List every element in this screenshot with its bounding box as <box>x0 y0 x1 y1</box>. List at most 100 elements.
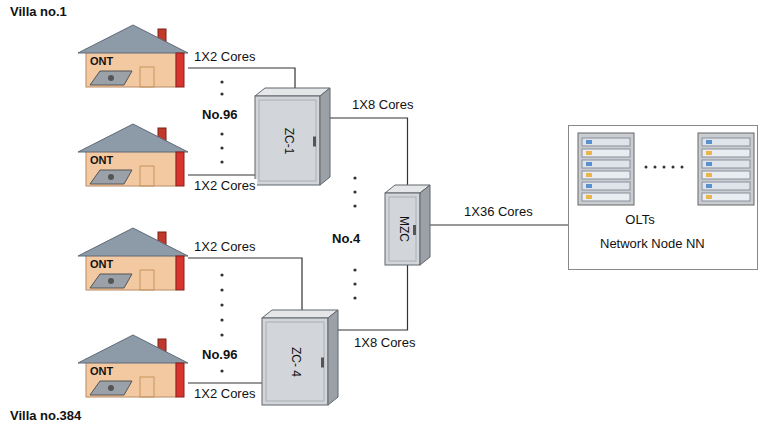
ont-device <box>90 274 132 288</box>
cabinet-front <box>262 318 328 405</box>
dot <box>220 160 223 163</box>
house-roof <box>78 25 188 53</box>
cable-label: 1X8 Cores <box>352 336 417 351</box>
cabinet-front <box>385 193 420 265</box>
rack-led <box>586 140 592 144</box>
ont-label: ONT <box>90 365 113 378</box>
cabinet-door <box>389 197 416 261</box>
cabinet-top <box>255 88 330 96</box>
fiber-box <box>176 256 184 290</box>
villa-house: ONT <box>78 226 188 292</box>
ont-device <box>90 71 132 85</box>
house-wall <box>86 252 176 290</box>
dot <box>645 166 648 169</box>
cabinet-top <box>262 310 338 318</box>
rack-led <box>706 173 712 177</box>
house-door <box>140 270 154 290</box>
villa-house: ONT <box>78 122 188 188</box>
fiber-cable <box>188 258 302 310</box>
cabinet-door <box>266 322 324 401</box>
rack-led <box>706 162 712 166</box>
fiber-cable <box>330 118 408 185</box>
cabinet-label: ZC-1 <box>281 127 295 154</box>
rack-led <box>586 151 592 155</box>
olt-rack <box>578 133 634 205</box>
rack-led <box>586 173 592 177</box>
house-roof <box>78 228 188 256</box>
house-wall <box>86 359 176 397</box>
house-wall <box>86 49 176 87</box>
house-wall <box>86 148 176 186</box>
villa-label: Villa no.1 <box>10 5 67 20</box>
rack-slot <box>702 160 750 168</box>
fiber-cable <box>430 224 568 225</box>
dot <box>220 146 223 149</box>
dot <box>220 303 223 306</box>
ont-port <box>108 385 114 391</box>
rack-led <box>706 184 712 188</box>
cabinet-side <box>420 185 430 265</box>
house-drawing <box>78 25 188 87</box>
dot <box>220 92 223 95</box>
count-label: No.96 <box>202 108 237 123</box>
house-roof <box>78 335 188 363</box>
villa-house: Villa no.1ONT <box>8 5 188 87</box>
cable-label: 1X36 Cores <box>462 205 535 220</box>
rack-led <box>586 184 592 188</box>
house-door <box>140 67 154 87</box>
dot <box>220 132 223 135</box>
node-label: Network Node NN <box>600 237 705 252</box>
dot <box>663 166 666 169</box>
house-drawing <box>78 124 188 186</box>
cable-label: 1X8 Cores <box>350 98 415 113</box>
cable-label: 1X2 Cores <box>192 387 257 402</box>
fiber-box <box>176 53 184 87</box>
dot <box>353 296 356 299</box>
rack-slot <box>702 193 750 201</box>
rack-frame <box>578 133 634 205</box>
ont-label: ONT <box>90 55 113 68</box>
cabinet-door <box>259 100 316 181</box>
cable-label: 1X2 Cores <box>192 179 257 194</box>
rack-led <box>586 162 592 166</box>
rack-slot <box>582 193 630 201</box>
street-cabinet: ZC-1 <box>255 88 330 185</box>
ont-port <box>108 75 114 81</box>
olt-rack <box>698 133 754 205</box>
olt-label: OLTs <box>625 213 654 228</box>
rack-slot <box>582 182 630 190</box>
dot <box>353 204 356 207</box>
rack-slot <box>582 160 630 168</box>
ont-device <box>90 170 132 184</box>
rack-slot <box>702 171 750 179</box>
cabinet-side <box>320 88 330 185</box>
villa-house: ONT Villa no.384 <box>8 333 188 428</box>
rack-slot <box>582 149 630 157</box>
dot <box>681 166 684 169</box>
ont-port <box>108 278 114 284</box>
rack-led <box>706 195 712 199</box>
house-drawing <box>78 228 188 290</box>
house-door <box>140 166 154 186</box>
cable-label: 1X2 Cores <box>192 240 257 255</box>
dot <box>672 166 675 169</box>
rack-led <box>706 151 712 155</box>
cabinet-label: ZC- 4 <box>288 347 302 377</box>
ont-device <box>90 381 132 395</box>
dot <box>353 282 356 285</box>
cabinet-handle <box>313 137 316 147</box>
house-roof <box>78 124 188 152</box>
house-drawing <box>78 335 188 397</box>
rack-led <box>586 195 592 199</box>
rack-slot <box>582 138 630 146</box>
villa-label: Villa no.384 <box>10 409 81 424</box>
rack-slot <box>702 182 750 190</box>
dot <box>654 166 657 169</box>
rack-slot <box>702 149 750 157</box>
dot <box>220 333 223 336</box>
cabinet-front <box>255 96 320 185</box>
dot <box>220 318 223 321</box>
rack-slot <box>582 171 630 179</box>
fiber-box <box>176 363 184 397</box>
cabinet-label: MZC <box>396 216 410 242</box>
